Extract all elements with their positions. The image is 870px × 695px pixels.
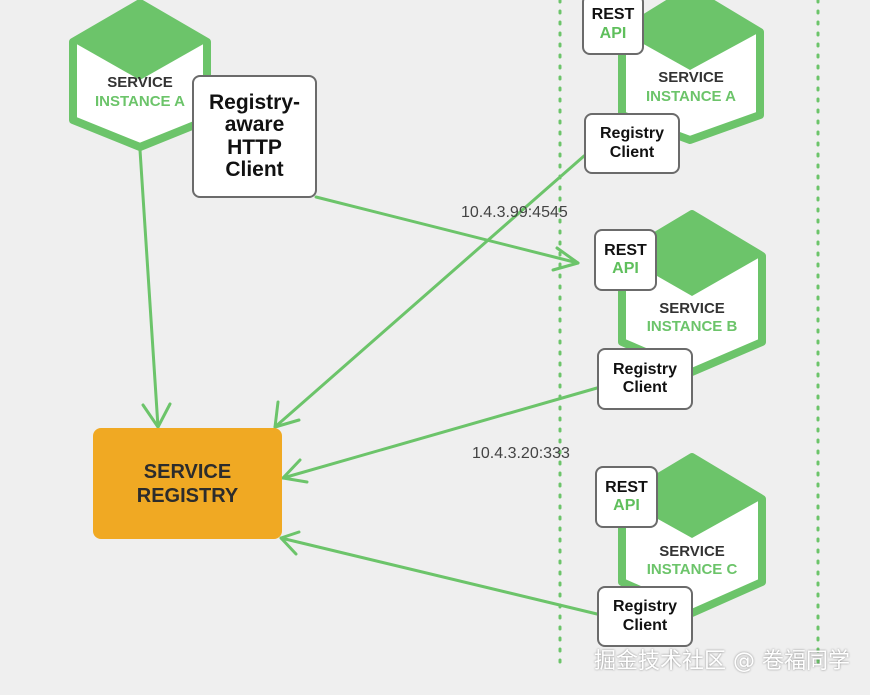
registry-line-2: REGISTRY [136,484,239,507]
instance-a-registry-client-box: Registry Client [584,113,680,174]
instance-a-hexagon: SERVICE INSTANCE A [618,0,764,144]
instance-c-subtitle: INSTANCE C [647,561,738,578]
client-service-hexagon: SERVICE INSTANCE A [69,0,211,151]
arrow-http-client-to-instance-b [314,195,580,272]
arrow-client-to-registry [138,148,172,429]
arrow-instance-b-client-to-registry [281,386,599,484]
http-client-line-4: Client [225,157,284,181]
address-label-1: 10.4.3.99:4545 [461,204,568,221]
instance-c-registry-client-box: Registry Client [597,586,693,647]
instance-c-registry-label: Registry [612,598,678,616]
instance-c-title: SERVICE [659,543,725,560]
instance-b-subtitle: INSTANCE B [647,318,738,335]
instance-b-rest-api-box: REST API [594,229,657,291]
arrow-instance-a-client-to-registry [273,154,586,429]
instance-a-title: SERVICE [658,69,724,86]
instance-b-rest-label: REST [604,241,647,259]
address-label-2: 10.4.3.20:333 [472,445,570,462]
instance-c-rest-label: REST [605,478,648,496]
instance-a-rest-label: REST [591,6,635,24]
instance-b-api-label: API [612,260,639,277]
instance-b-client-label: Client [622,379,668,396]
instance-b-registry-client-box: Registry Client [597,348,693,410]
watermark-text: 掘金技术社区 @ 卷福同学 [594,649,850,674]
instance-c-client-label: Client [622,616,668,634]
registry-aware-http-client-box: Registry- aware HTTP Client [192,75,317,198]
instance-c-rest-api-box: REST API [595,466,658,528]
arrow-instance-c-client-to-registry [279,530,599,616]
http-client-line-2: aware [224,113,285,137]
instance-b-registry-label: Registry [612,360,678,378]
client-service-title: SERVICE [107,74,173,91]
instance-a-api-label: API [599,24,627,42]
registry-line-1: SERVICE [143,460,232,483]
client-service-subtitle: INSTANCE A [95,93,185,110]
http-client-line-3: HTTP [227,135,282,159]
service-registry-box: SERVICE REGISTRY [93,428,282,539]
instance-a-subtitle: INSTANCE A [646,88,736,105]
instance-a-registry-label: Registry [599,125,665,143]
instance-a-rest-api-box: REST API [582,0,644,55]
instance-b-title: SERVICE [659,300,725,317]
instance-b-hexagon: SERVICE INSTANCE B [618,210,766,376]
instance-a-client-label: Client [609,143,655,161]
http-client-line-1: Registry- [208,91,301,115]
instance-c-api-label: API [613,497,640,514]
